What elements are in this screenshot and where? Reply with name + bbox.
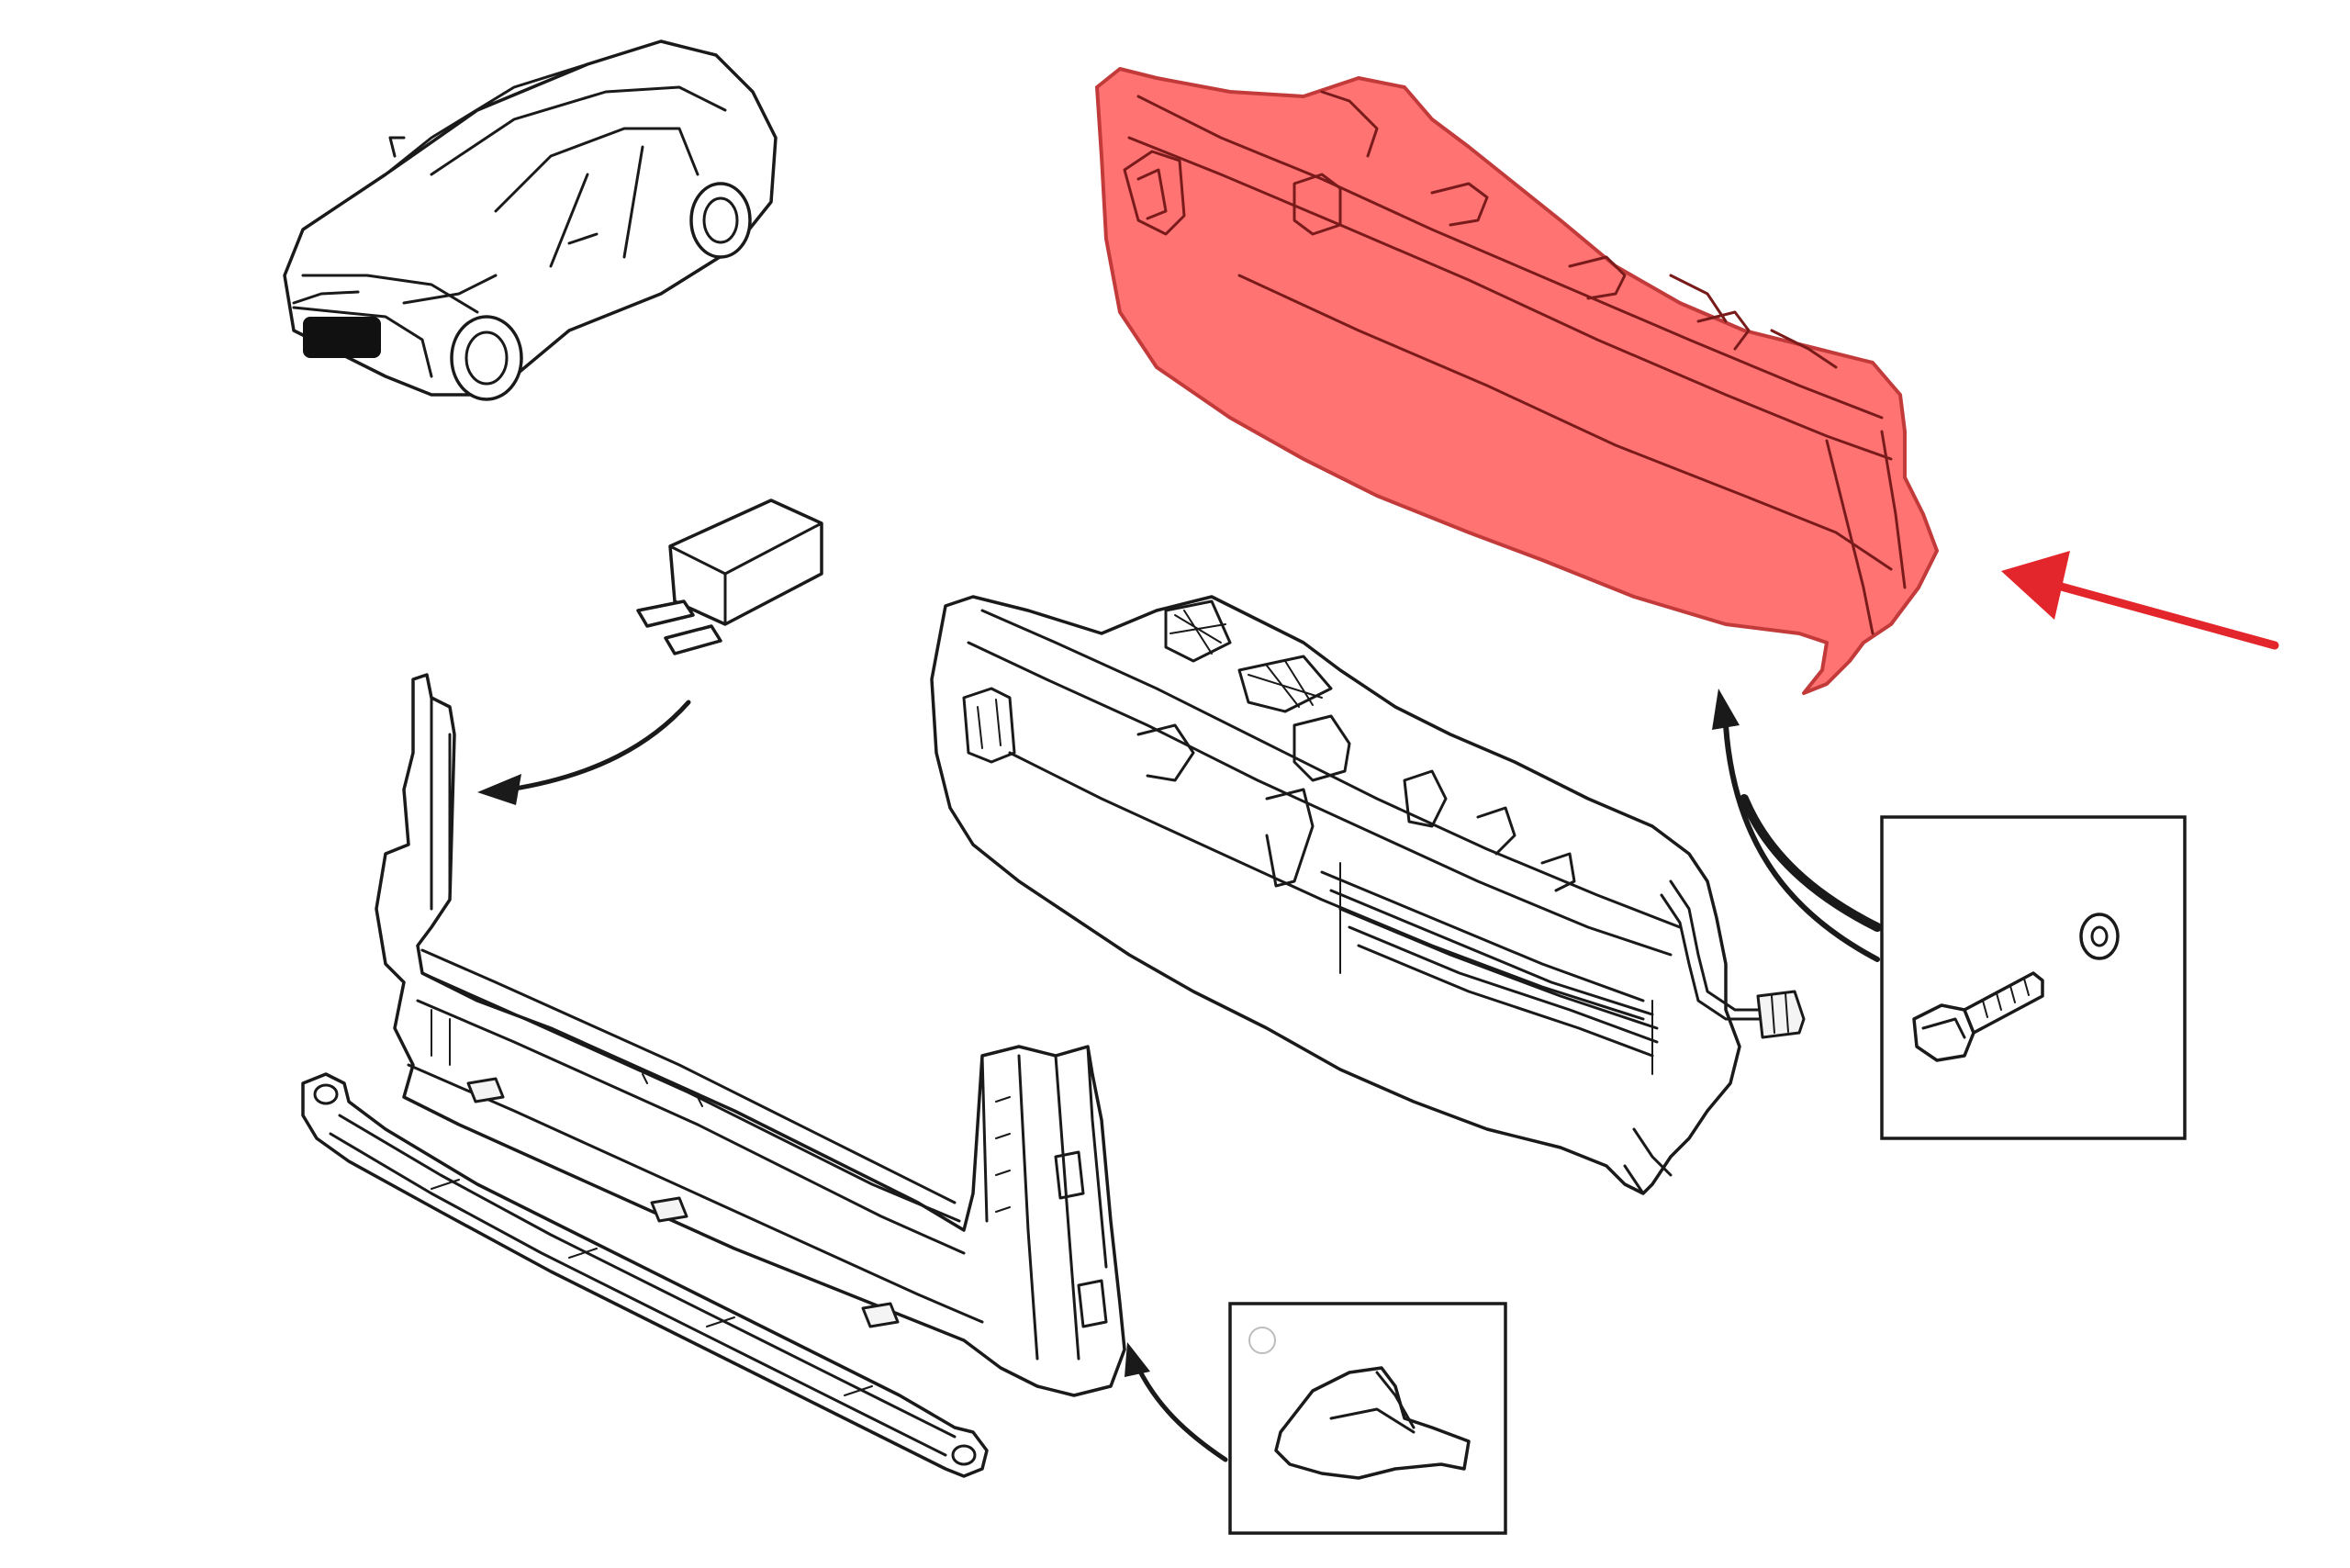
lower-support-frame bbox=[375, 673, 1126, 1397]
vehicle-illustration bbox=[283, 39, 778, 401]
grille-shutter-assembly bbox=[930, 595, 1806, 1195]
pointer-shaft bbox=[2033, 576, 2279, 650]
connector-placement-arrow bbox=[477, 700, 691, 805]
clip-placement-arrow bbox=[1125, 1342, 1228, 1462]
pointer-head bbox=[2001, 551, 2070, 620]
highlight-fill bbox=[1095, 67, 1939, 695]
fastener-placement-arrow bbox=[1712, 689, 1882, 962]
clip-detail-box bbox=[1228, 1302, 1507, 1535]
connector-block bbox=[636, 498, 823, 655]
fastener-detail-box bbox=[1880, 815, 2187, 1140]
lower-trim-strip bbox=[301, 1072, 989, 1478]
highlight-pointer-arrow bbox=[2001, 551, 2279, 650]
highlighted-air-guide-panel bbox=[1095, 67, 1939, 695]
grille-icon bbox=[303, 317, 381, 358]
